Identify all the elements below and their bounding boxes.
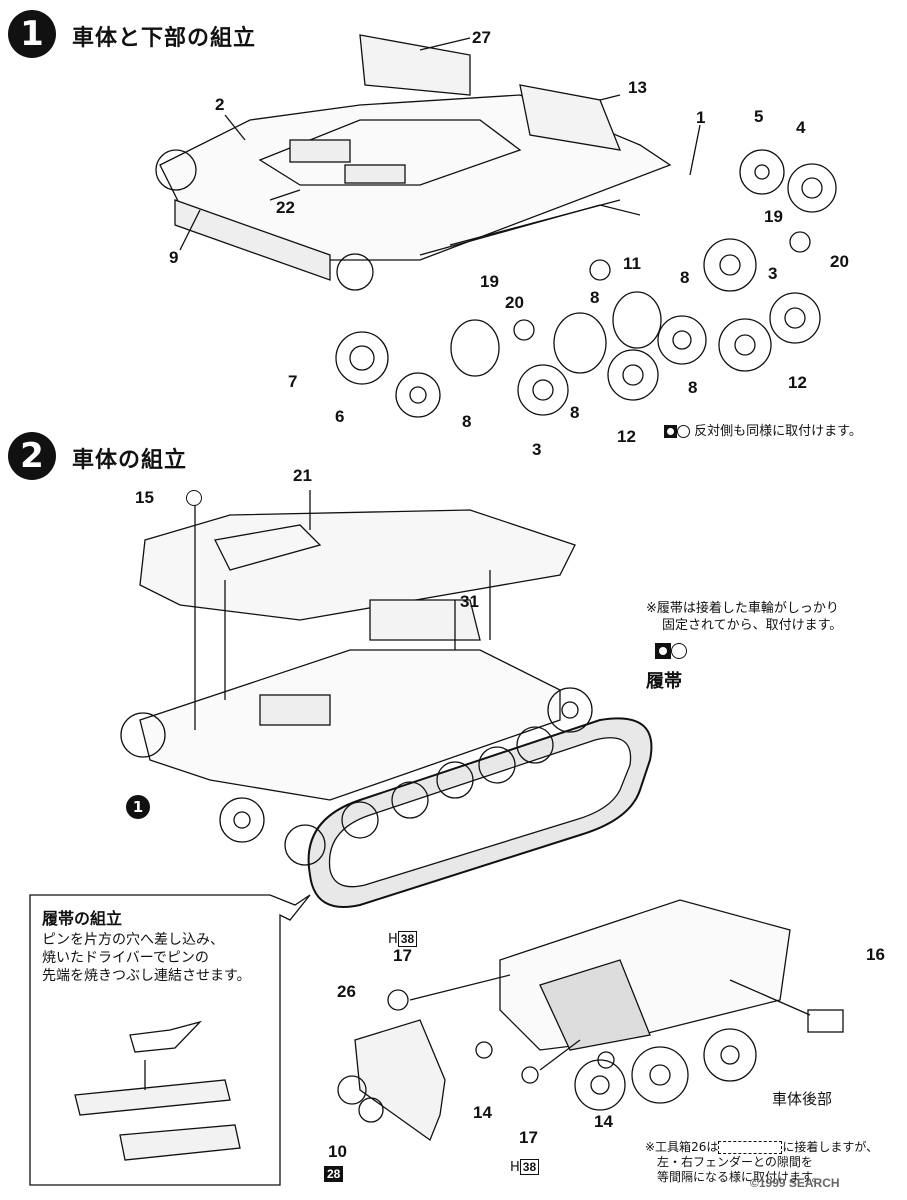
toolbox-note-line2: 左・右フェンダーとの隙間を [657,1155,813,1169]
step-1-number: 1 [20,14,44,54]
toolbox [354,1019,446,1142]
step-2-number: 2 [20,436,44,476]
track-note-line2: 固定されてから、取付けます。 [662,618,843,633]
toolbox-note-line3: 等間隔になる様に取付けます。 [657,1170,824,1184]
toolbox-note-suffix: に接着しますが、 [782,1140,879,1154]
part-label-12a: 12 [788,373,807,392]
track-note: ※履帯は接着した車輪がしっかり 固定されてから、取付けます。 [646,600,842,634]
sub-ref-28-number: 28 [324,1166,344,1182]
part-label-21: 21 [293,466,312,485]
part-label-4: 4 [796,118,806,137]
armor-plate [519,84,622,151]
part-label-8c: 8 [462,412,472,431]
h38-bottom-prefix: H [510,1160,520,1175]
part-label-5: 5 [754,107,764,126]
step-1-badge: 1 [8,10,56,58]
part-label-14b: 14 [594,1112,613,1131]
step-2-badge: 2 [8,432,56,480]
step-2-title: 車体の組立 [72,448,188,473]
part-label-15: 15 [135,488,154,507]
assembled-lower-hull [139,649,561,801]
callout-line3: 先端を焼きつぶし連結させます。 [42,968,251,984]
part-label-10: 10 [328,1142,347,1161]
part-label-17b: 17 [519,1128,538,1147]
part-label-26: 26 [337,982,356,1001]
part-label-2: 2 [215,95,225,114]
part-label-11: 11 [623,254,641,273]
part-label-13: 13 [628,78,647,97]
part-label-7: 7 [288,372,298,391]
toolbox-note-prefix: ※工具箱 [645,1140,692,1154]
callout-line1: ピンを片方の穴へ差し込み、 [42,932,224,948]
step-1-reference-badge: 1 [126,795,150,819]
part-label-16: 16 [866,945,885,964]
toolbox-note-number: 26 [691,1140,707,1154]
part-31 [369,599,481,641]
track-mirror-symbol-icon [655,643,687,662]
part-label-8d: 8 [570,403,580,422]
rear-plate [359,34,471,96]
upper-hull [139,509,576,621]
part-label-8a: 8 [680,268,690,287]
toolbox-note: ※工具箱26は に接着しますが、 左・右フェンダーとの隙間を 等間隔になる様に取付… [645,1140,878,1185]
part-label-22: 22 [276,198,295,217]
callout-title: 履帯の組立 [42,909,123,928]
part-label-14a: 14 [473,1103,492,1122]
toolbox-note-particle: は [706,1140,719,1154]
h38-top-number: 38 [397,931,418,947]
part-label-8e: 8 [688,378,698,397]
part-label-31: 31 [460,592,479,611]
rear-hull-label: 車体後部 [772,1090,833,1108]
part-label-19a: 19 [764,207,783,226]
part-label-3a: 3 [768,264,778,283]
track-label: 履帯 [646,671,682,692]
part-label-27: 27 [472,28,491,47]
track-assembly-callout: 履帯の組立 ピンを片方の穴へ差し込み、 焼いたドライバーでピンの 先端を焼きつぶ… [42,905,251,985]
part-label-12b: 12 [617,427,636,446]
dotted-area-icon [718,1141,783,1154]
h38-bottom-number: 38 [519,1159,540,1175]
opposite-side-text: 反対側も同様に取付けます。 [694,424,862,439]
opposite-side-note: 反対側も同様に取付けます。 [664,423,862,440]
sub-ref-28: 28 [324,1163,344,1182]
road-wheels [450,149,837,416]
part-label-8b: 8 [590,288,600,307]
track-note-line1: ※履帯は接着した車輪がしっかり [646,601,839,616]
part-label-20b: 20 [505,293,524,312]
h38-top-prefix: H [388,932,398,947]
part-label-1: 1 [696,108,706,127]
part-label-6: 6 [335,407,345,426]
step-1-title: 車体と下部の組立 [72,26,257,51]
part-label-19b: 19 [480,272,499,291]
mirror-symbol-icon [664,425,690,438]
watermark: ©1999 SEARCH [750,1176,840,1190]
part-label-17a: 17 [393,946,412,965]
part-label-9: 9 [169,248,179,267]
callout-line2: 焼いたドライバーでピンの [42,950,209,966]
part-15-knob-icon [186,490,202,506]
part-label-20a: 20 [830,252,849,271]
part-label-3b: 3 [532,440,542,459]
